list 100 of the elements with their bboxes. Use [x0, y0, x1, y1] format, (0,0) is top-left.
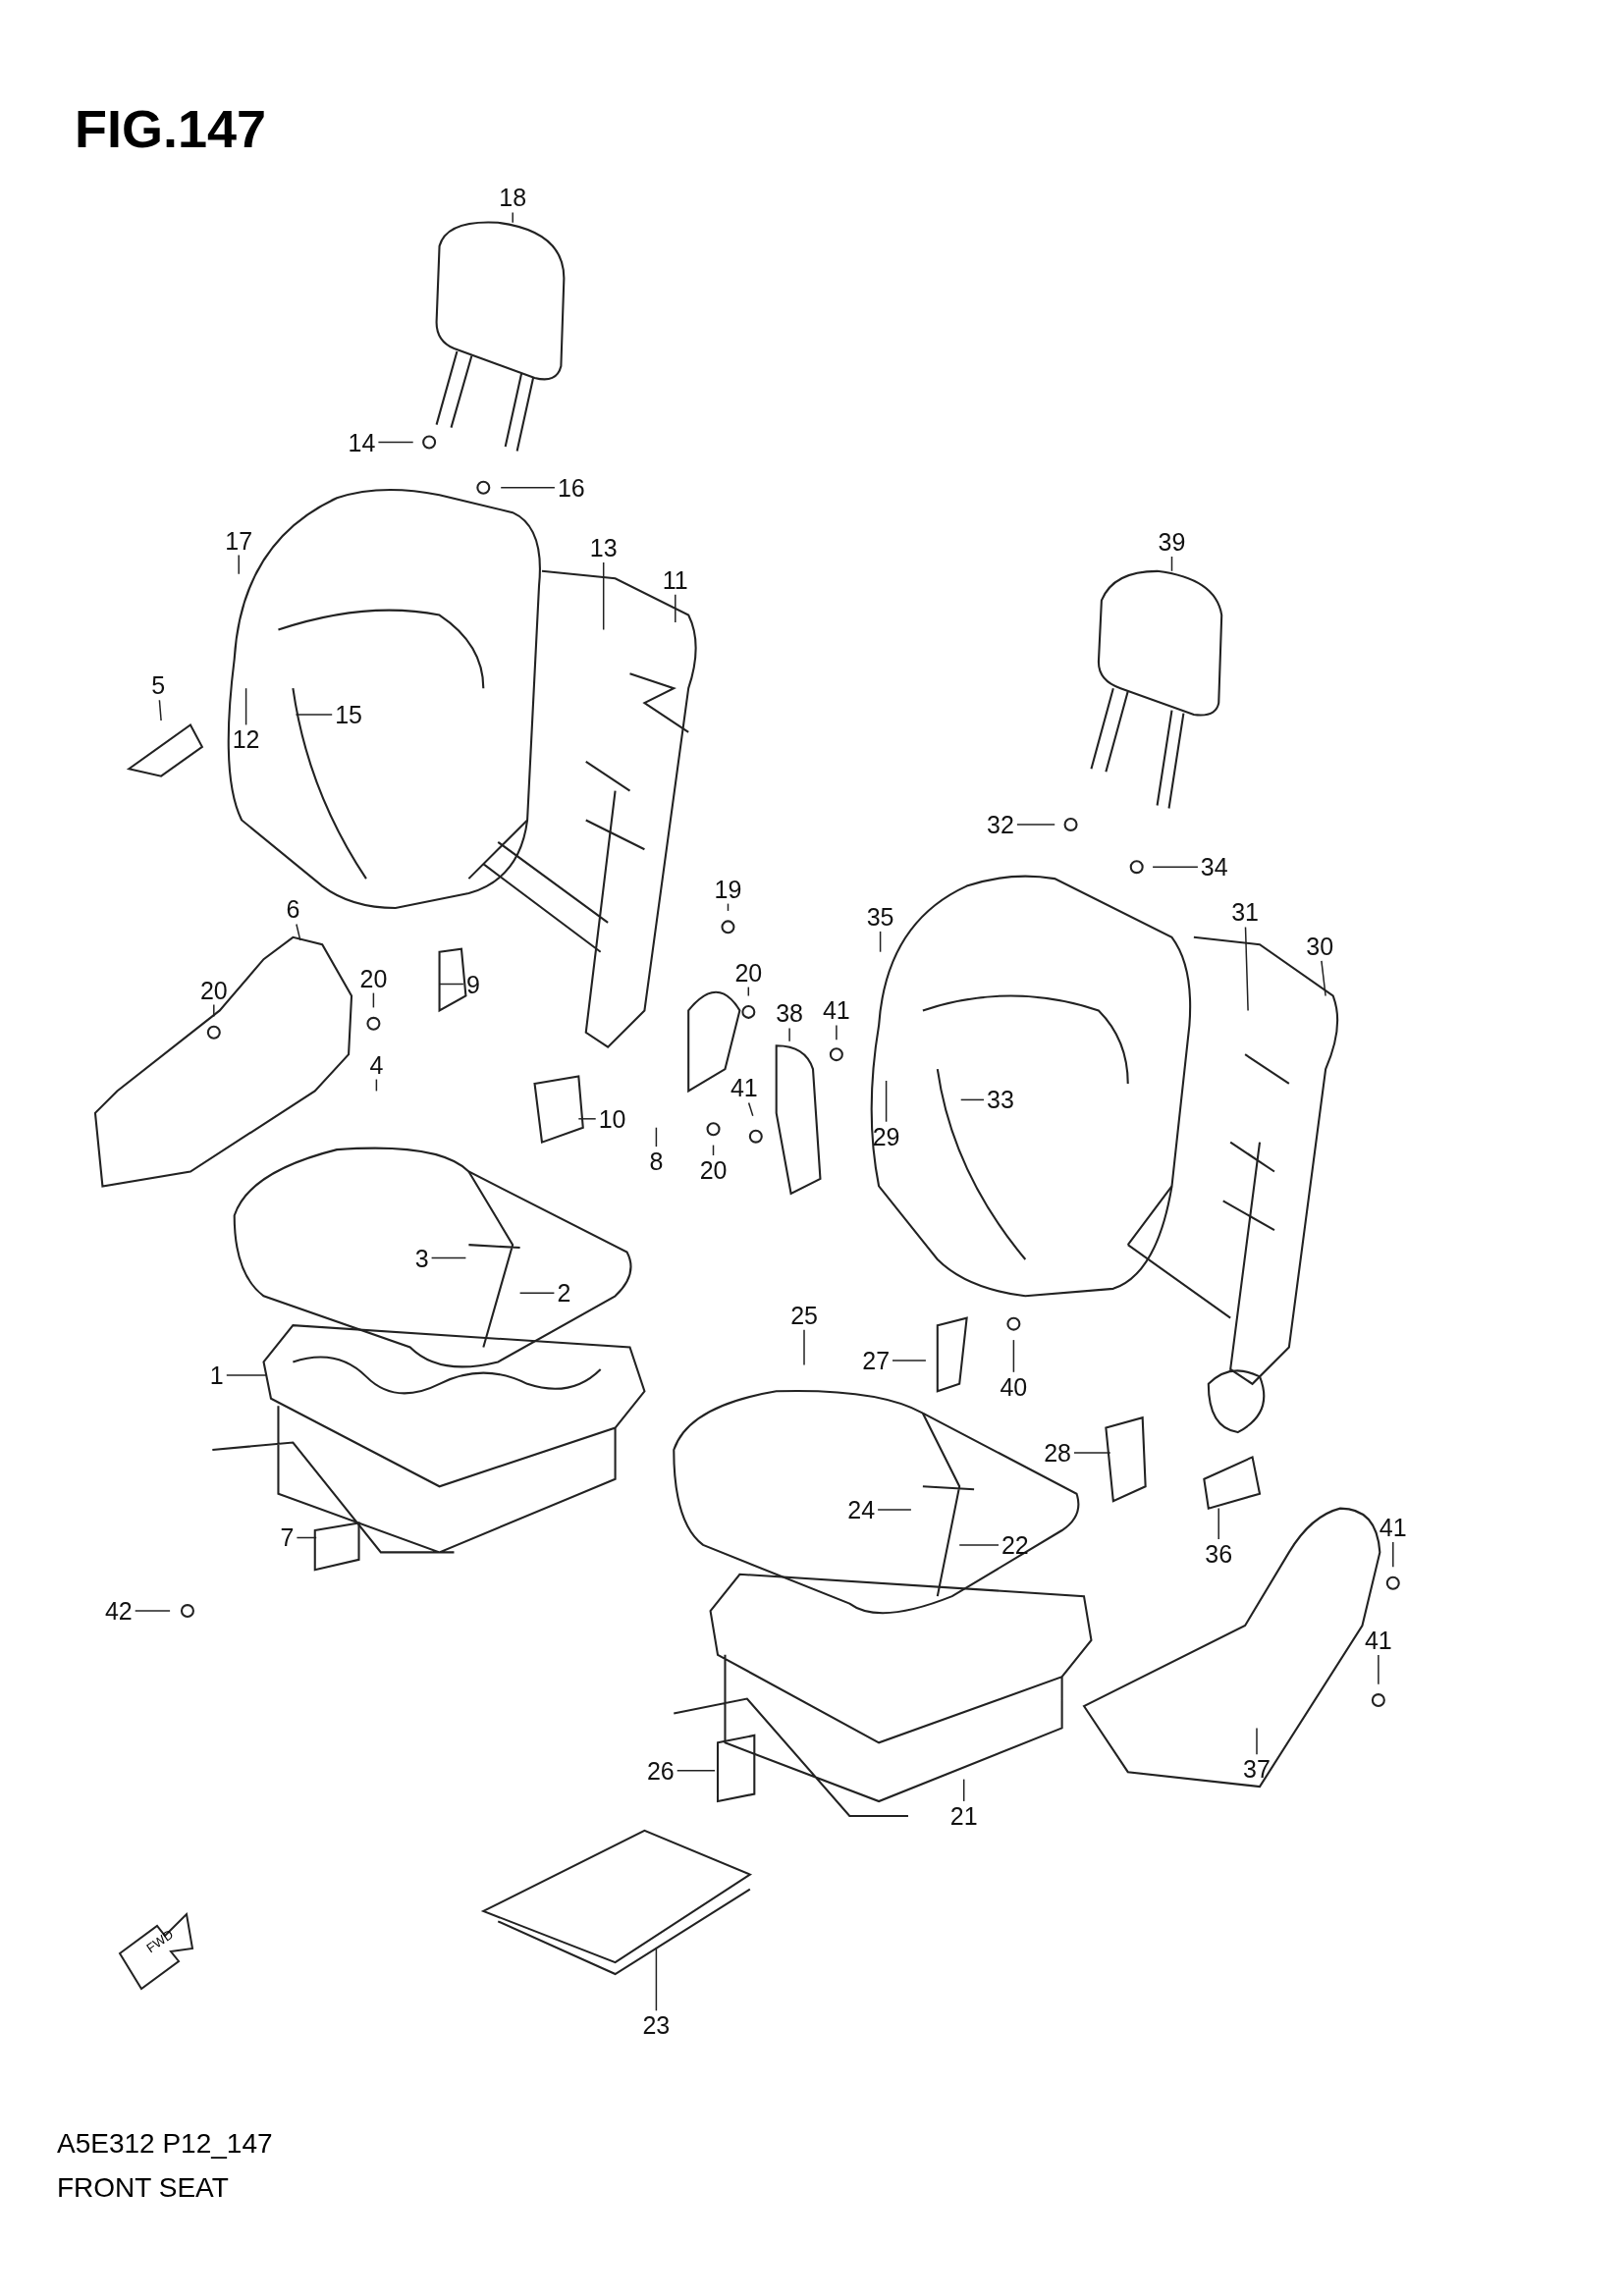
- callout-number: 33: [985, 1086, 1016, 1114]
- leader-line: [958, 1544, 1000, 1546]
- leader-line: [158, 699, 162, 721]
- callout-number: 29: [870, 1122, 902, 1150]
- callout-number: 41: [1377, 1514, 1409, 1541]
- leader-line: [244, 687, 247, 726]
- callout-number: 40: [998, 1372, 1030, 1401]
- leader-line: [1321, 960, 1326, 997]
- leader-line: [295, 714, 333, 716]
- callout-number: 12: [230, 725, 262, 754]
- callout-number: 1: [207, 1361, 226, 1389]
- leader-line: [1012, 1339, 1015, 1373]
- callout-number: 17: [223, 526, 255, 555]
- callout-number: 8: [647, 1148, 666, 1176]
- callout-number: 41: [820, 996, 852, 1025]
- figure-title: FIG.147: [75, 98, 267, 159]
- figure-caption: FRONT SEAT: [57, 2172, 229, 2204]
- leader-line: [747, 986, 750, 997]
- callout-number: 20: [357, 964, 390, 992]
- callout-number: 20: [697, 1156, 730, 1184]
- leader-line: [959, 1098, 985, 1101]
- callout-number: 41: [1362, 1626, 1394, 1654]
- leader-line: [134, 1610, 171, 1612]
- leader-line: [1244, 926, 1249, 1012]
- leader-line: [836, 1024, 838, 1041]
- leader-line: [296, 923, 301, 941]
- callout-number: 36: [1203, 1539, 1235, 1568]
- callout-number: 2: [555, 1279, 573, 1308]
- callout-number: 3: [412, 1244, 431, 1272]
- callout-number: 15: [333, 701, 364, 729]
- leader-line: [676, 1769, 716, 1772]
- callout-number: 18: [497, 184, 529, 212]
- leader-line: [675, 594, 676, 623]
- callout-number: 28: [1042, 1438, 1074, 1467]
- callout-number: 7: [278, 1523, 297, 1552]
- callout-number: 10: [596, 1104, 628, 1133]
- leader-line: [500, 487, 556, 489]
- leader-line: [962, 1778, 965, 1802]
- leader-line: [296, 1536, 317, 1539]
- leader-line: [727, 902, 730, 912]
- leader-line: [375, 1078, 378, 1093]
- callout-number: 24: [845, 1496, 878, 1524]
- callout-number: 27: [860, 1346, 893, 1374]
- leader-line: [1217, 1507, 1219, 1540]
- callout-number: 21: [947, 1801, 980, 1830]
- leader-line: [602, 561, 605, 631]
- leader-line: [1378, 1654, 1380, 1685]
- leader-line: [238, 554, 240, 575]
- callout-number: 14: [346, 428, 378, 456]
- callout-number: 20: [732, 958, 765, 987]
- leader-line: [747, 1101, 754, 1117]
- callout-number: 39: [1156, 528, 1188, 556]
- callout-number: 9: [463, 970, 482, 998]
- callout-number: 38: [774, 999, 805, 1028]
- callout-number: 19: [712, 875, 744, 903]
- leader-line: [1016, 824, 1055, 826]
- leader-line: [1152, 866, 1199, 868]
- callout-number: 26: [644, 1756, 676, 1785]
- callout-number: 32: [985, 810, 1016, 838]
- leader-line: [438, 983, 464, 986]
- leader-line: [1392, 1541, 1394, 1569]
- callout-number: 4: [367, 1050, 386, 1079]
- callout-number: 30: [1304, 932, 1336, 960]
- leader-line: [377, 441, 414, 444]
- direction-label: FWD: [143, 1926, 177, 1956]
- callout-number: 11: [660, 565, 690, 594]
- leader-line: [879, 931, 882, 953]
- leader-line: [1170, 556, 1173, 572]
- callout-number: 13: [587, 533, 620, 561]
- leader-line: [655, 1126, 658, 1148]
- leader-line: [430, 1256, 467, 1259]
- leader-line: [577, 1118, 597, 1120]
- leader-line: [655, 1947, 658, 2012]
- callout-number: 16: [555, 473, 587, 502]
- callout-number: 5: [149, 671, 168, 700]
- drawing-code: A5E312 P12_147: [57, 2128, 273, 2160]
- leader-line: [226, 1374, 268, 1376]
- leader-line: [1073, 1452, 1111, 1454]
- leader-line: [803, 1328, 805, 1366]
- leader-line: [213, 1003, 215, 1018]
- callout-number: 34: [1198, 853, 1230, 881]
- leader-line: [512, 211, 514, 224]
- callout-number: 20: [197, 976, 230, 1004]
- callout-number: 42: [102, 1597, 135, 1626]
- callout-number: 31: [1229, 898, 1261, 927]
- leader-line: [518, 1292, 556, 1295]
- callout-number: 35: [864, 902, 896, 931]
- callout-number: 25: [788, 1301, 820, 1329]
- leader-line: [372, 991, 375, 1009]
- callout-number: 37: [1241, 1755, 1272, 1784]
- callout-number: 23: [640, 2011, 673, 2040]
- leader-line: [1256, 1727, 1258, 1755]
- callout-number: 41: [728, 1074, 760, 1102]
- leader-line: [892, 1360, 927, 1362]
- leader-line: [788, 1027, 790, 1042]
- leader-line: [885, 1080, 888, 1123]
- leader-line: [877, 1509, 912, 1511]
- callout-number: 6: [284, 895, 302, 924]
- leader-line: [712, 1144, 715, 1156]
- callout-number: 22: [999, 1530, 1031, 1559]
